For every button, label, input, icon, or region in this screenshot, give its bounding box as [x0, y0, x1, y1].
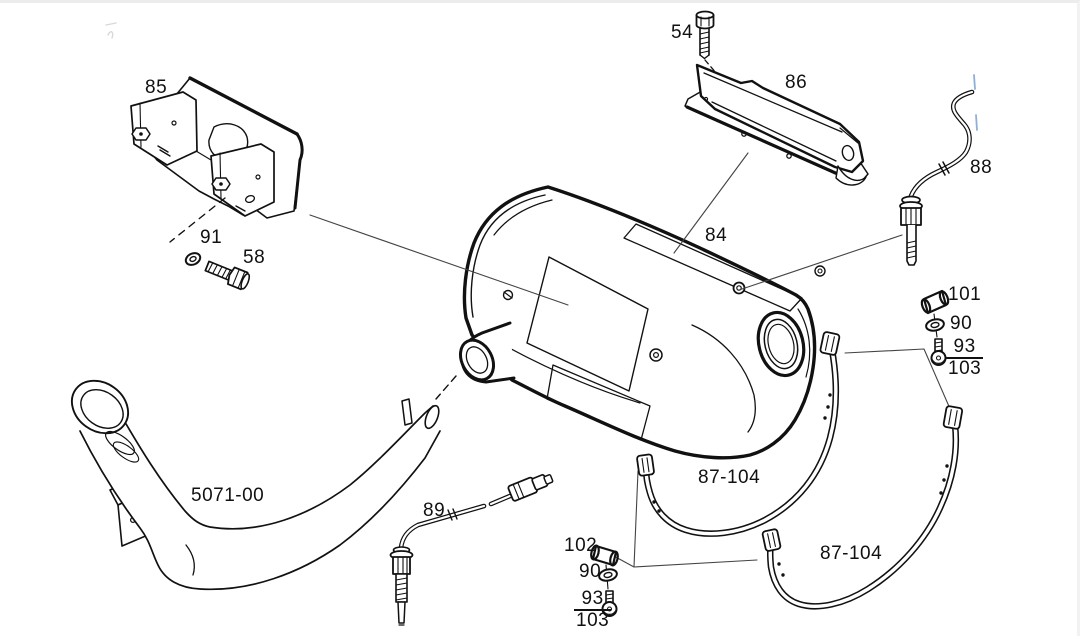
part-label-93-103-bottom: 93 103 — [574, 588, 612, 631]
temp-sensor-89-drawing — [389, 474, 554, 626]
bolt-58-drawing — [204, 260, 251, 291]
part-label-101: 101 — [948, 284, 982, 305]
strap-87-104-rear-drawing — [761, 405, 964, 610]
leader-85-dashed — [169, 197, 226, 243]
part-label-87-104-rear: 87-104 — [820, 543, 883, 564]
part-label-87-104-front: 87-104 — [698, 467, 761, 488]
support-bracket-86-drawing — [684, 63, 869, 186]
washer-90-right-drawing — [925, 318, 945, 332]
silencer-84-drawing — [458, 185, 826, 460]
corner-mark — [105, 22, 117, 39]
front-pipe-5071-00-drawing — [70, 379, 441, 591]
inlet-stub-drawing — [458, 321, 516, 384]
part-label-85: 85 — [145, 77, 168, 98]
stub-align-dashed — [435, 375, 457, 400]
fraction-bottom: 103 — [574, 608, 612, 631]
washer-90-bottom-drawing — [598, 568, 618, 582]
part-label-58: 58 — [243, 247, 266, 268]
part-label-102: 102 — [564, 535, 598, 556]
bolt-54-drawing — [695, 10, 715, 60]
exploded-diagram-drawing — [70, 10, 978, 626]
part-label-54: 54 — [671, 22, 694, 43]
part-label-86: 86 — [785, 72, 808, 93]
cable-continuation-marks — [973, 74, 978, 131]
strap-87-104-front-drawing — [636, 331, 841, 537]
spacer-101-drawing — [920, 289, 950, 315]
part-label-89: 89 — [423, 500, 446, 521]
part-label-84: 84 — [705, 225, 728, 246]
part-label-91: 91 — [200, 227, 223, 248]
temp-sensor-88-drawing — [899, 74, 978, 266]
washer-91-drawing — [184, 252, 202, 266]
fraction-top: 93 — [953, 336, 976, 357]
part-label-93-103-right: 93 103 — [946, 336, 984, 379]
part-label-90-right: 90 — [950, 313, 973, 334]
fraction-bottom: 103 — [946, 356, 984, 379]
spacer-102-drawing — [590, 544, 619, 567]
bolt-93-103-right-drawing — [930, 338, 947, 366]
part-label-90-bottom: 90 — [579, 561, 602, 582]
leader-lines — [309, 152, 952, 568]
mount-bracket-85-drawing — [130, 76, 304, 219]
leader-54-dashed — [704, 59, 718, 75]
part-label-5071-00: 5071-00 — [191, 485, 265, 506]
fraction-top: 93 — [581, 588, 604, 609]
part-label-88: 88 — [970, 157, 993, 178]
